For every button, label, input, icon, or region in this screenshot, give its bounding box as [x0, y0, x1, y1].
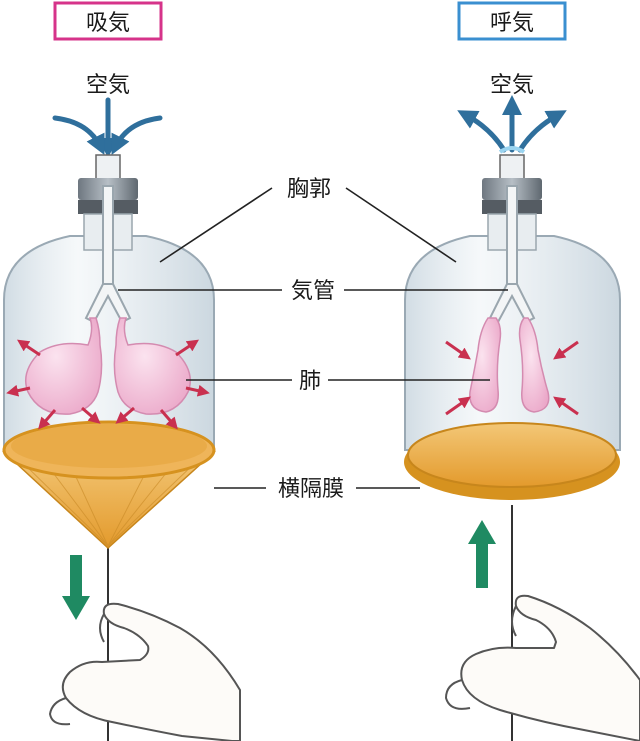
air-arrow-icon [52, 97, 163, 158]
diaphragm-label: 横隔膜 [278, 477, 344, 502]
air-arrow-icon [457, 95, 567, 153]
inhale-title: 吸気 [86, 11, 130, 36]
exhale-title: 呼気 [490, 11, 534, 36]
lung-deflated [469, 317, 550, 413]
inhale-model [2, 97, 241, 741]
air-label-left: 空気 [86, 73, 130, 98]
pull-arrow-icon [62, 555, 90, 620]
lung-expanded [25, 317, 191, 415]
leader-lines [118, 187, 508, 489]
trachea [84, 185, 132, 324]
hand-icon [49, 602, 241, 741]
hand-icon [445, 594, 640, 741]
trachea-label: 気管 [291, 279, 335, 304]
lung-label: 肺 [299, 369, 321, 394]
diaphragm-sheet [407, 422, 617, 488]
push-arrow-icon [468, 520, 496, 588]
exhale-title-box: 呼気 [457, 1, 567, 41]
thorax-label: 胸郭 [287, 177, 331, 202]
inhale-title-box: 吸気 [53, 1, 163, 41]
exhale-model [404, 95, 640, 741]
air-label-right: 空気 [490, 73, 534, 98]
